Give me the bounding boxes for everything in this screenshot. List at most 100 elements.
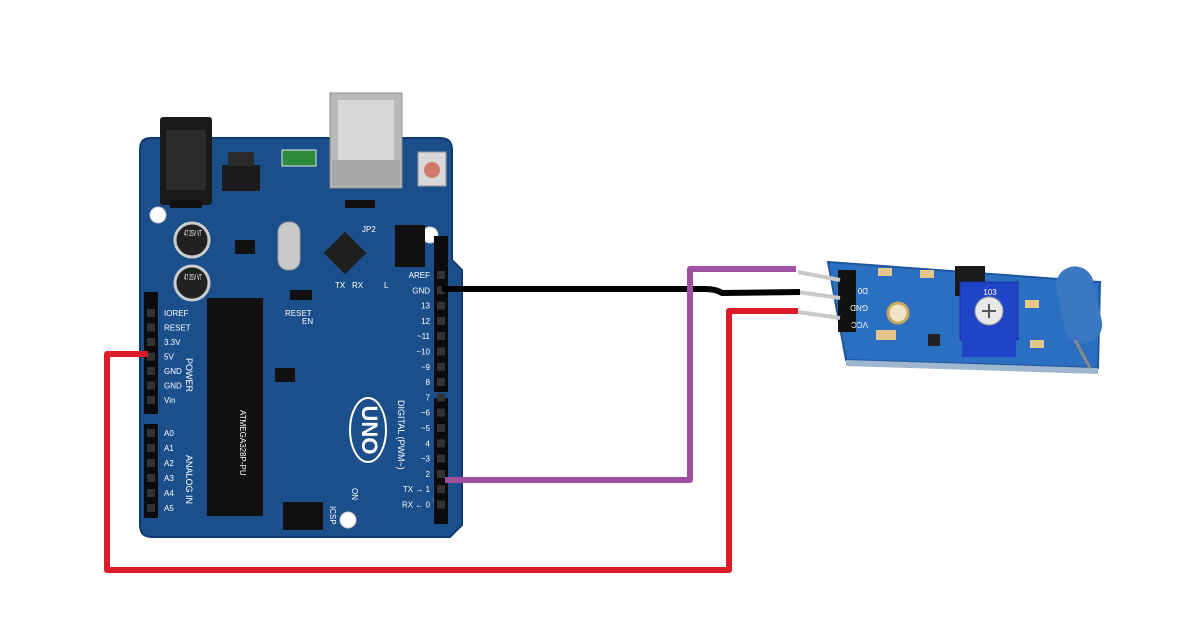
pin-socket	[147, 338, 155, 346]
pin-socket	[437, 316, 445, 325]
sensor-pcb-edge	[846, 360, 1098, 374]
power-title: POWER	[184, 358, 194, 393]
reset-button	[417, 151, 447, 187]
pin-socket	[437, 286, 445, 295]
icsp-label: ICSP	[328, 506, 337, 525]
pin-socket	[437, 362, 445, 371]
reset-en-label: RESET	[285, 309, 312, 318]
icsp-header: ICSP	[283, 502, 337, 530]
mounting-hole	[149, 206, 167, 224]
en-label: EN	[302, 317, 313, 326]
power-pin-label: GND	[164, 367, 182, 376]
capacitor: 47 25V VT	[173, 221, 211, 259]
pin-socket	[437, 439, 445, 448]
mounting-hole	[339, 511, 357, 529]
pin-socket	[147, 352, 155, 361]
pin-socket	[147, 489, 155, 497]
digital-pin-label: ~11	[417, 332, 431, 341]
digital-pin-label: ~9	[421, 363, 431, 372]
digital-title: DIGITAL (PWM~)	[396, 400, 406, 470]
sensor-pin-header	[797, 270, 856, 332]
jp2-label: JP2	[362, 225, 376, 234]
analog-pin-label: A4	[164, 489, 174, 498]
digital-pin-label: 4	[426, 439, 431, 448]
pin-socket	[147, 396, 155, 404]
sensor-pin-label: D0	[857, 286, 868, 295]
power-pin-labels: IOREF RESET 3.3V 5V GND GND Vin	[147, 309, 191, 405]
power-pin-label: Vin	[164, 396, 175, 405]
smd-component	[345, 200, 375, 208]
pin-socket	[437, 393, 445, 402]
power-wire	[104, 308, 798, 573]
analog-pin-label: A1	[164, 444, 174, 453]
digital-pin-label: ~6	[421, 409, 431, 418]
pot-label: 103	[983, 288, 997, 297]
signal-wire	[445, 266, 796, 483]
gnd-wire	[442, 286, 801, 296]
pin-socket	[437, 301, 445, 310]
pin-socket	[437, 408, 445, 417]
smd-component	[235, 240, 255, 254]
power-pin-label: 3.3V	[164, 338, 181, 347]
analog-pin-label: A2	[164, 459, 174, 468]
atmega-chip: ATMEGA328P-PU	[207, 298, 263, 516]
crystal-oscillator	[277, 221, 301, 271]
pin-socket	[147, 309, 155, 317]
pin-socket	[437, 424, 445, 432]
analog-pin-label: A0	[164, 429, 174, 438]
capacitor: 47 25V VT	[173, 264, 211, 302]
power-pin-label: 5V	[164, 353, 174, 362]
sensor-pin-label: GND	[850, 303, 868, 312]
power-pin-label: IOREF	[164, 309, 189, 318]
pin-socket	[437, 347, 445, 356]
pin-socket	[147, 381, 155, 390]
usb-interface-chip	[323, 231, 367, 275]
analog-pin-label: A3	[164, 474, 174, 483]
pin-socket	[147, 504, 155, 512]
jp2-header: JP2	[362, 225, 425, 267]
wires	[104, 266, 801, 573]
atmega-label: ATMEGA328P-PU	[238, 410, 247, 476]
smd-component	[928, 334, 940, 346]
pin-socket	[437, 485, 445, 494]
digital-pin-label: ~10	[416, 348, 430, 357]
sensor-mounting-hole	[886, 301, 910, 325]
pin-socket	[147, 323, 155, 332]
capacitor-label: 47 25V VT	[184, 229, 202, 238]
smd-component	[878, 268, 892, 276]
digital-pin-label: 8	[426, 378, 431, 387]
digital-pin-label: TX → 1	[403, 485, 431, 494]
pin-socket	[147, 459, 155, 467]
regulator-tab	[228, 152, 254, 166]
l-label: L	[384, 281, 389, 290]
smd-component	[1030, 340, 1044, 348]
analog-pin-label: A5	[164, 504, 174, 513]
pin-socket	[437, 454, 445, 463]
polyfuse	[281, 149, 317, 167]
tx-label: TX	[335, 281, 346, 290]
smd-component	[1025, 300, 1039, 308]
power-pin-label: RESET	[164, 324, 191, 333]
rx-label: RX	[352, 281, 364, 290]
pin-socket	[147, 444, 155, 452]
digital-pin-label: 2	[426, 470, 431, 479]
power-pin-label: GND	[164, 382, 182, 391]
pin-socket	[437, 271, 445, 279]
pin-socket	[437, 332, 445, 341]
digital-pin-label: 7	[426, 393, 431, 402]
pin-socket	[147, 474, 155, 482]
dc-power-jack	[160, 117, 212, 208]
smd-component	[920, 270, 934, 278]
tilt-switch	[1055, 266, 1103, 369]
digital-pin-label: ~3	[421, 455, 431, 464]
pin-socket	[437, 469, 445, 478]
capacitor-label: 47 25V VT	[184, 273, 202, 282]
on-label: ON	[350, 488, 359, 500]
pin-socket	[437, 500, 445, 509]
pin-socket	[147, 367, 155, 375]
pin-socket	[147, 429, 155, 437]
